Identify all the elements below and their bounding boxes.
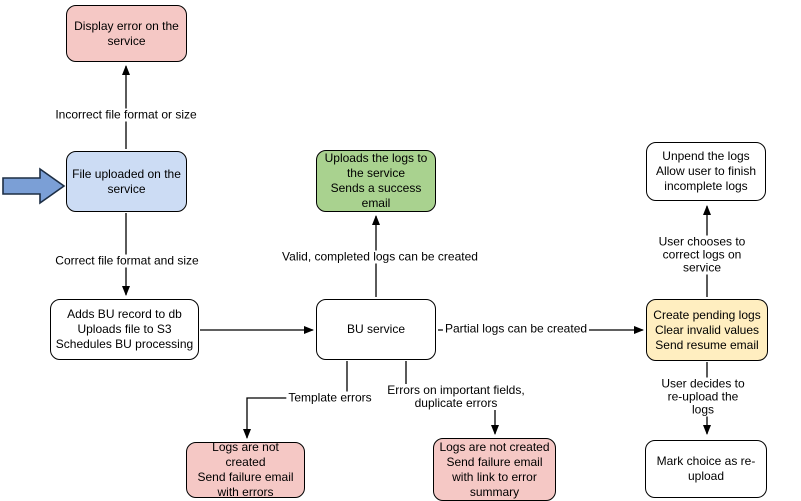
node-upload-success: Uploads the logs to the service Sends a … [316, 150, 436, 212]
node-file-uploaded: File uploaded on the service [66, 151, 187, 212]
node-display-error: Display error on the service [66, 5, 187, 62]
entry-arrow-icon [2, 167, 66, 205]
label-correct-format: Correct file format and size [53, 253, 201, 268]
label-valid-logs: Valid, completed logs can be created [280, 249, 480, 264]
node-unpend-logs: Unpend the logs Allow user to finish inc… [646, 142, 766, 201]
node-create-pending-logs: Create pending logs Clear invalid values… [646, 299, 768, 361]
label-user-corrects: User chooses to correct logs on service [652, 235, 752, 275]
node-failure-template-errors: Logs are not created Send failure email … [186, 440, 305, 499]
node-adds-bu-record: Adds BU record to db Uploads file to S3 … [50, 299, 199, 360]
node-mark-reupload: Mark choice as re- upload [645, 440, 767, 498]
label-template-errors: Template errors [286, 390, 374, 405]
node-failure-field-errors: Logs are not created Send failure email … [433, 438, 556, 501]
node-bu-service: BU service [316, 299, 436, 360]
label-field-errors: Errors on important fields, duplicate er… [385, 383, 527, 410]
label-partial-logs: Partial logs can be created [442, 321, 590, 336]
label-incorrect-format: Incorrect file format or size [53, 107, 199, 122]
label-user-reuploads: User decides to re-upload the logs [654, 377, 752, 417]
